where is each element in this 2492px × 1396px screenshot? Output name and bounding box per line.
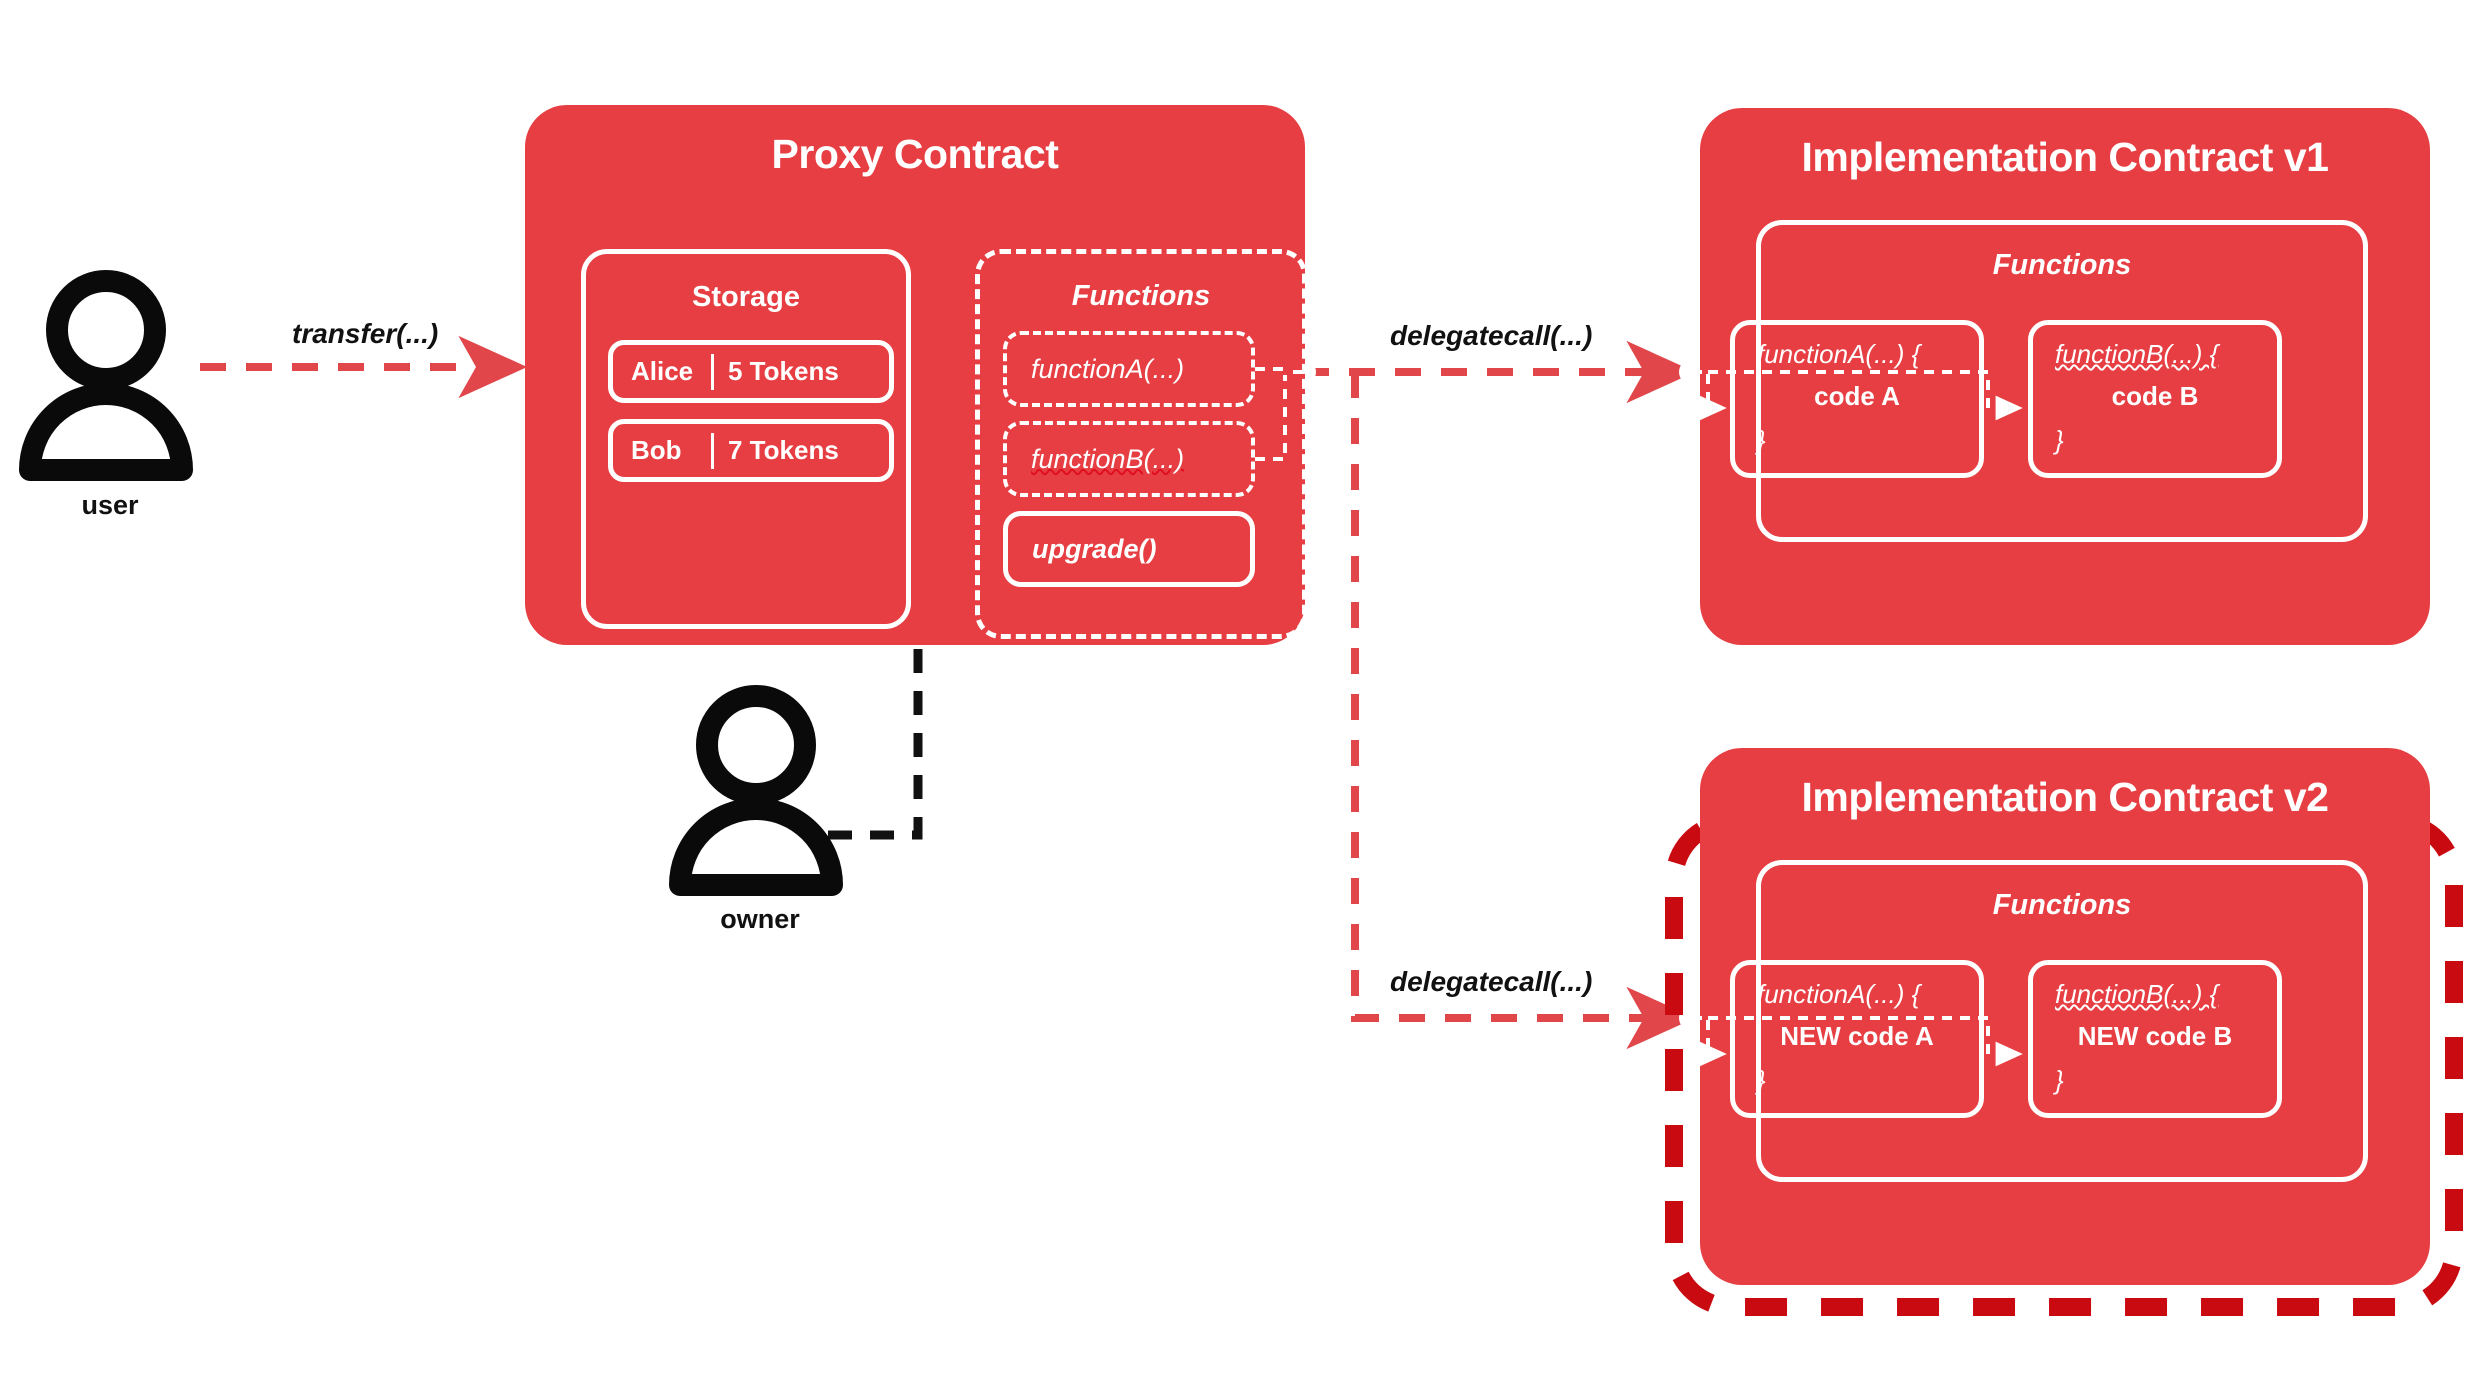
edge-label-delegatecall-2: delegatecall(...) — [1390, 966, 1593, 997]
impl2-function-b-box[interactable]: functionB(...) { NEW code B } — [2028, 960, 2282, 1118]
impl1-function-b-box[interactable]: functionB(...) { code B } — [2028, 320, 2282, 478]
edge-delegatecall-2 — [1351, 372, 1696, 1050]
proxy-functions-title: Functions — [1071, 280, 1211, 312]
impl1-function-b-close: } — [2055, 425, 2064, 455]
user-label: user — [81, 490, 139, 520]
storage-row-name: Bob — [631, 435, 682, 465]
proxy-contract-title: Proxy Contract — [771, 131, 1059, 177]
proxy-function-upgrade[interactable]: upgrade() — [1003, 511, 1255, 587]
impl2-function-b-signature: functionB(...) { — [2055, 979, 2219, 1009]
impl2-internal-routing — [1692, 1016, 2023, 1067]
impl2-title: Implementation Contract v2 — [1801, 774, 2329, 820]
impl1-functions-title: Functions — [1992, 249, 2132, 281]
impl2-function-a-close: } — [1757, 1065, 1766, 1095]
proxy-function-a-label: functionA(...) — [1031, 353, 1185, 384]
proxy-function-b[interactable]: functionB(...) — [1003, 421, 1255, 497]
storage-row-alice: Alice 5 Tokens — [608, 340, 894, 403]
impl1-function-a-body: code A — [1814, 381, 1900, 411]
edge-label-delegatecall-1: delegatecall(...) — [1390, 320, 1593, 351]
proxy-function-a[interactable]: functionA(...) — [1003, 331, 1255, 407]
impl1-internal-routing — [1692, 370, 2023, 421]
storage-row-bob: Bob 7 Tokens — [608, 419, 894, 482]
impl2-functions-panel: Functions — [1756, 860, 2368, 1182]
storage-row-value: 7 Tokens — [728, 435, 839, 465]
storage-row-divider — [711, 432, 714, 469]
edge-label-transfer: transfer(...) — [292, 318, 439, 349]
storage-panel: Storage Alice 5 Tokens Bob 7 Tokens — [581, 249, 911, 629]
person-icon — [669, 685, 843, 896]
storage-row-value: 5 Tokens — [728, 356, 839, 386]
person-icon — [19, 270, 193, 481]
impl1-function-a-box[interactable]: functionA(...) { code A } — [1730, 320, 1984, 478]
storage-title: Storage — [692, 281, 800, 313]
proxy-internal-routing — [1255, 367, 1303, 461]
proxy-functions-panel: Functions — [975, 249, 1307, 639]
impl1-functions-panel: Functions — [1756, 220, 2368, 542]
storage-row-name: Alice — [631, 356, 694, 386]
impl2-functions-title: Functions — [1992, 889, 2132, 921]
proxy-function-upgrade-label: upgrade() — [1032, 533, 1157, 564]
impl1-function-a-close: } — [1757, 425, 1766, 455]
proxy-contract-card[interactable]: Proxy Contract Storage Alice 5 Tokens Bo… — [525, 105, 1307, 645]
implementation-contract-v2-card[interactable]: Implementation Contract v2 Functions fun… — [1692, 748, 2430, 1285]
impl2-function-b-close: } — [2055, 1065, 2064, 1095]
impl2-function-a-box[interactable]: functionA(...) { NEW code A } — [1730, 960, 1984, 1118]
impl1-title: Implementation Contract v1 — [1801, 134, 2329, 180]
impl2-function-a-body: NEW code A — [1780, 1021, 1934, 1051]
impl1-function-b-signature: functionB(...) { — [2055, 339, 2219, 369]
storage-row-divider — [711, 353, 714, 390]
proxy-function-b-label: functionB(...) — [1031, 443, 1185, 474]
impl1-function-b-body: code B — [2111, 381, 2199, 411]
impl1-function-a-signature: functionA(...) { — [1757, 339, 1921, 369]
impl2-function-a-signature: functionA(...) { — [1757, 979, 1921, 1009]
owner-label: owner — [720, 904, 800, 934]
impl2-function-b-body: NEW code B — [2077, 1021, 2233, 1051]
implementation-contract-v1-card[interactable]: Implementation Contract v1 Functions fun… — [1692, 108, 2430, 645]
